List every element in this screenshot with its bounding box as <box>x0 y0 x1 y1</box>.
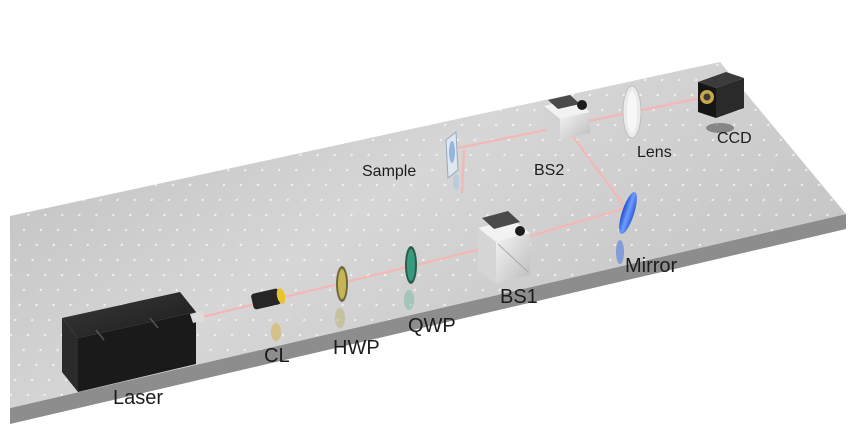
sample-holder <box>445 131 459 190</box>
label-ccd: CCD <box>717 130 752 147</box>
label-cl: CL <box>264 345 290 367</box>
quarter-wave-plate <box>404 246 417 310</box>
collimator-lens <box>251 288 286 341</box>
ccd-camera <box>698 72 744 133</box>
laser-source <box>62 292 205 392</box>
beam-laser-to-bs1 <box>197 241 507 320</box>
optical-table <box>10 62 846 424</box>
label-laser: Laser <box>113 387 163 409</box>
label-lens: Lens <box>637 144 672 161</box>
imaging-lens <box>622 85 642 139</box>
beam-splitter-2 <box>544 95 590 140</box>
table-holes <box>10 62 846 408</box>
label-mirror: Mirror <box>625 255 678 277</box>
laser-front <box>62 318 78 392</box>
half-wave-plate <box>335 266 348 328</box>
component-labels: Laser CL HWP QWP BS1 Mirror Sample BS2 L… <box>113 130 752 409</box>
beam-mirror-to-bs2 <box>564 125 627 209</box>
laser-side <box>78 312 196 392</box>
label-qwp: QWP <box>408 315 456 337</box>
table-side <box>10 214 846 424</box>
beam-bs1-to-bs2-diagonal <box>460 149 466 194</box>
beam-splitter-1 <box>478 211 530 284</box>
label-sample: Sample <box>362 163 416 180</box>
label-hwp: HWP <box>333 337 380 359</box>
label-bs1: BS1 <box>500 286 538 308</box>
label-bs2: BS2 <box>534 162 564 179</box>
mirror <box>616 191 637 264</box>
laser-top <box>62 292 196 338</box>
